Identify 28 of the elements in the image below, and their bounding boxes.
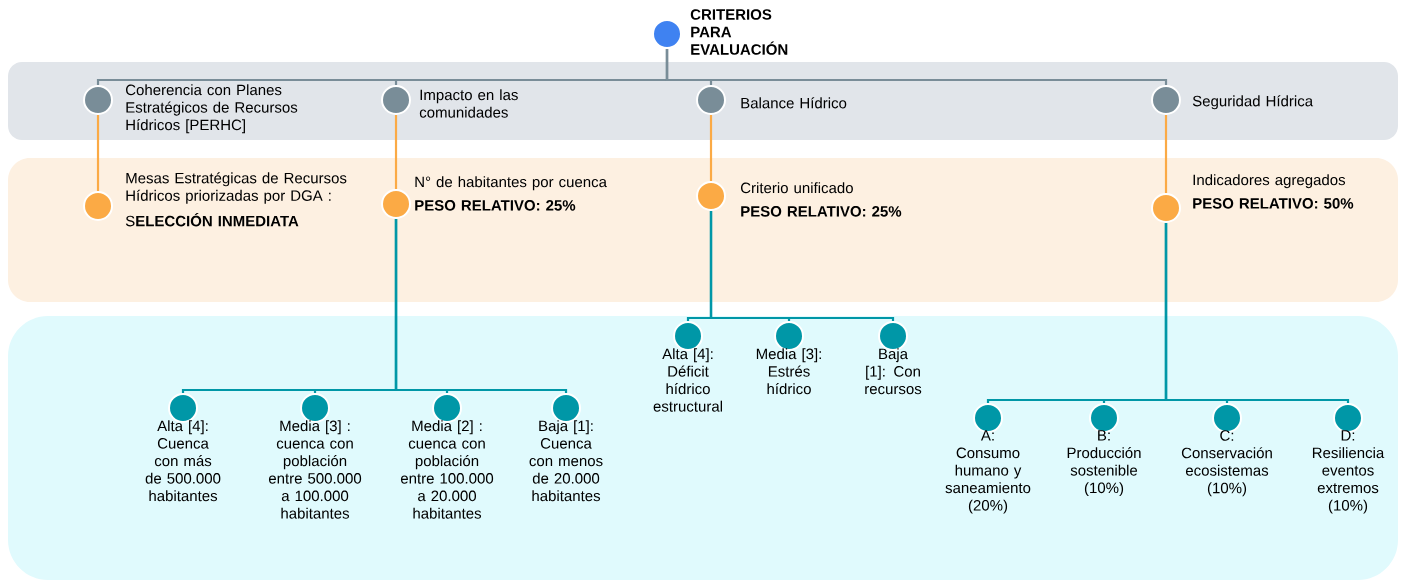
criterion-text: Baja [1]: Cuenca con menos de 20.000 habitantes [529,420,603,502]
criterion-text: A: Consumo humano y saneamiento (20%) [945,430,1031,514]
criterion-text: Seguridad Hídrica [1192,95,1314,110]
connector-line [1164,223,1350,404]
criterion-text: Baja [1]: Con recursos [865,348,922,395]
criterion-text: Balance Hídrico [741,97,847,109]
connector-line [709,211,895,322]
criterion-text: Coherencia con Planes Estratégicos de Recursos Hídricos [PERHC] [126,84,298,134]
criterion-text: CRITERIOS PARA EVALUACIÓN [690,9,788,55]
criterion-text: C: Conservación ecosistemas (10%) [1181,430,1272,497]
criterion-text: Alta [4]: Cuenca con más de 500.000 habitantes [145,420,221,502]
criterion-text: Alta [4]: Déficit hídrico estructural [653,348,722,412]
criterion-text: Media [3]: Estrés hídrico [756,348,821,395]
criterion-text: D: Resiliencia eventos extremos (10%) [1312,430,1385,514]
criterion-text: Media [2] : cuenca con población entre 100.000 a 20.000 habitantes [400,420,494,519]
criterion-text: Criterio unificado PESO RELATIVO: 25% [741,182,902,217]
connector-line [96,115,100,191]
criterion-text: N° de habitantes por cuenca PESO RELATIVO: 25% [415,176,607,211]
connector-line [394,219,568,394]
connector-line [394,115,398,189]
criterion-text: Impacto en las comunidades [419,89,518,118]
criterion-text: B: Producción sostenible (10%) [1067,430,1141,497]
connector-line [1164,115,1168,193]
connector-line [709,115,713,181]
connector-line [665,49,1168,86]
criterion-text: Media [3] : cuenca con población entre 500.000 a 100.000 habitantes [268,420,362,519]
criterion-text: Indicadores agregados PESO RELATIVO: 50% [1193,174,1354,209]
criterion-text: Mesas Estratégicas de Recursos Hídricos priorizadas por DGA : SELECCIÓN INMEDIATA [125,172,347,227]
